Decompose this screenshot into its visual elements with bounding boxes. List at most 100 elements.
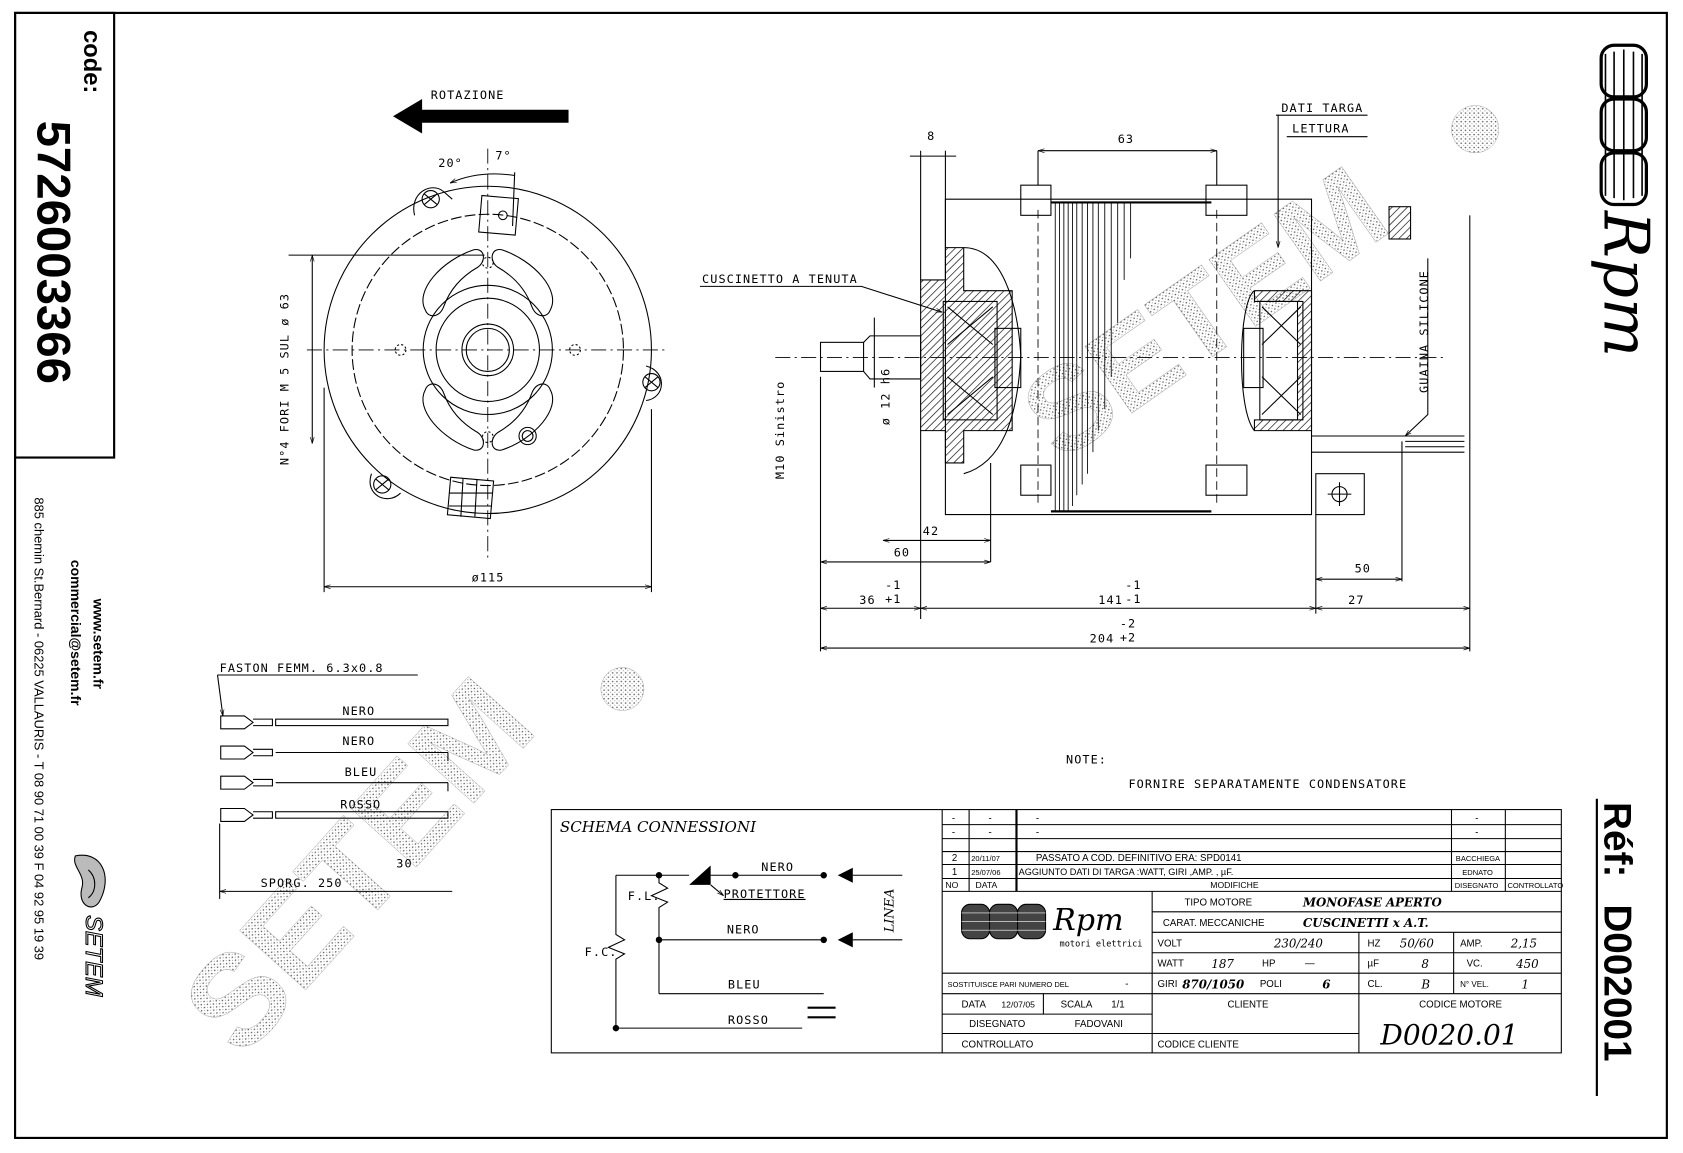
rev-row-2-desc: - <box>1036 827 1039 838</box>
start-coil-icon <box>607 875 626 1029</box>
line-label: LINEA <box>883 889 898 934</box>
wire-label-rosso: ROSSO <box>340 798 381 812</box>
volt-value: 230/240 <box>1273 936 1324 950</box>
rev-row-5-drawn: EDNATO <box>1462 868 1493 877</box>
company-email: commercial@setem.fr <box>68 560 84 706</box>
date-value: 12/07/05 <box>1001 1000 1035 1010</box>
faston-connector-icon <box>220 715 273 822</box>
hz-value: 50/60 <box>1400 936 1435 950</box>
plate-sub-label: LETTURA <box>1292 121 1349 135</box>
checked-label: CONTROLLATO <box>962 1039 1034 1050</box>
rev-row-5-date: 25/07/06 <box>971 868 1000 877</box>
front-view: ROTAZIONE 20° 7° <box>278 88 668 593</box>
angle-7-label: 7° <box>495 148 511 162</box>
mounting-hole-icon <box>394 256 581 444</box>
side-view: 8 63 DATI TARGA LETTURA CUSCINETTO A TEN… <box>699 101 1471 652</box>
protector-icon <box>689 865 711 885</box>
rev-row-4-desc: PASSATO A COD. DEFINITIVO ERA: SPD0141 <box>1036 853 1242 864</box>
faston-label: FASTON FEMM. 6.3x0.8 <box>220 661 384 675</box>
reference-value: D002001 <box>1595 904 1638 1061</box>
brand-name: Rpm <box>1052 903 1124 938</box>
schema-wire-mid: NERO <box>727 922 760 936</box>
stator-laminations <box>1050 201 1212 513</box>
lead-wires: FASTON FEMM. 6.3x0.8 NERO NERO BLEU ROSS… <box>216 661 453 899</box>
coil-logo-icon <box>1599 43 1649 207</box>
client-label: CLIENTE <box>1228 1000 1269 1011</box>
rev-row-1-desc: - <box>1036 813 1039 824</box>
rpm-logo-text: Rpm <box>1589 210 1662 357</box>
revisions-table: - - - - - - - - 2 20/11/07 PASSATO A COD… <box>941 809 1563 1053</box>
schema-wire-blue: BLEU <box>728 977 761 991</box>
wire-label-nero-1: NERO <box>342 704 375 718</box>
cl-label: CL. <box>1368 979 1383 990</box>
tipo-label: TIPO MOTORE <box>1184 897 1252 908</box>
watermark-registered-icon <box>1451 105 1500 154</box>
dim-42: 42 <box>923 524 939 538</box>
carat-label: CARAT. MECCANICHE <box>1163 918 1265 929</box>
coil-logo-icon <box>961 903 1047 940</box>
watermark-right: SETEM <box>1000 142 1410 484</box>
scale-label: SCALA <box>1061 1000 1093 1011</box>
hp-value: — <box>1305 959 1315 970</box>
dim-36-tol-dn: +1 <box>885 592 901 606</box>
replaces-value: - <box>1125 979 1128 990</box>
rpm-logo: Rpm <box>1589 43 1662 357</box>
wire-label-bleu: BLEU <box>345 765 378 779</box>
rev-header-drawn: DISEGNATO <box>1455 881 1499 890</box>
dim-204-tol-up: -2 <box>1120 617 1136 631</box>
dim-63: 63 <box>1118 132 1134 146</box>
motor-code-label: CODICE MOTORE <box>1419 1000 1502 1011</box>
dim-60: 60 <box>894 546 910 560</box>
setem-logo: SETEM <box>74 854 107 997</box>
rev-row-5-no: 1 <box>952 867 957 878</box>
plate-label: DATI TARGA <box>1281 101 1363 115</box>
watt-value: 187 <box>1211 957 1234 971</box>
thread-label: M10 Sinistro <box>773 381 787 479</box>
hz-label: HZ <box>1368 938 1381 949</box>
uf-value: 8 <box>1421 957 1429 971</box>
watt-label: WATT <box>1158 959 1184 970</box>
dim-204: 204 <box>1090 632 1115 646</box>
run-coil-icon <box>650 875 669 994</box>
rev-row-5-desc: AGGIUNTO DATI DI TARGA :WATT, GIRI ,AMP.… <box>1019 867 1234 877</box>
wire-label-nero-2: NERO <box>342 734 375 748</box>
screw-icon <box>369 187 662 500</box>
volt-label: VOLT <box>1158 938 1183 949</box>
drawn-value: FADOVANI <box>1075 1019 1123 1030</box>
lead-length-label: SPORG. 250 <box>261 876 343 890</box>
schema-title: SCHEMA CONNESSIONI <box>560 818 757 836</box>
holes-note: N°4 FORI M 5 SUL ø 63 <box>278 293 292 465</box>
run-coil-label: F.L. <box>628 889 661 903</box>
dim-141-tol-dn: -1 <box>1125 592 1141 606</box>
replaces-label: SOSTITUISCE PARI NUMERO DEL <box>948 980 1069 989</box>
scale-value: 1/1 <box>1111 1000 1124 1011</box>
rotation-label: ROTAZIONE <box>431 88 505 102</box>
dim-50: 50 <box>1355 562 1371 576</box>
rev-header-no: NO <box>945 880 958 890</box>
rev-row-4-drawn: BACCHIEGA <box>1456 854 1500 863</box>
date-label: DATA <box>962 1000 987 1011</box>
sleeve-label: GUAINA SILICONE <box>1417 270 1431 393</box>
rev-row-1-date: - <box>988 813 991 824</box>
wiring-schema: SCHEMA CONNESSIONI NERO PROTETTORE F.L. … <box>550 809 1562 1054</box>
capacitor-icon <box>807 1006 836 1019</box>
amp-value: 2,15 <box>1510 936 1537 950</box>
setem-logo-text: SETEM <box>80 915 106 997</box>
rev-row-2-drawn: - <box>1475 827 1478 838</box>
dim-36: 36 <box>859 593 875 607</box>
start-coil-label: F.C. <box>585 945 618 959</box>
angle-20-label: 20° <box>438 156 463 170</box>
dim-8: 8 <box>927 129 935 143</box>
client-code-label: CODICE CLIENTE <box>1158 1039 1240 1050</box>
shaft-diameter-label: ø 12 h6 <box>878 368 892 425</box>
vel-value: 1 <box>1521 977 1529 991</box>
poli-label: POLI <box>1260 979 1282 990</box>
company-info: www.setem.fr commercial@setem.fr 885 che… <box>31 497 106 997</box>
vc-value: 450 <box>1515 957 1539 971</box>
code-value: 5726003366 <box>27 121 80 384</box>
carat-value: CUSCINETTI x A.T. <box>1303 916 1429 930</box>
schema-wire-top: NERO <box>761 860 794 874</box>
sheet-border <box>13 11 1668 1140</box>
reference-box: Réf: D002001 <box>1595 798 1638 1096</box>
